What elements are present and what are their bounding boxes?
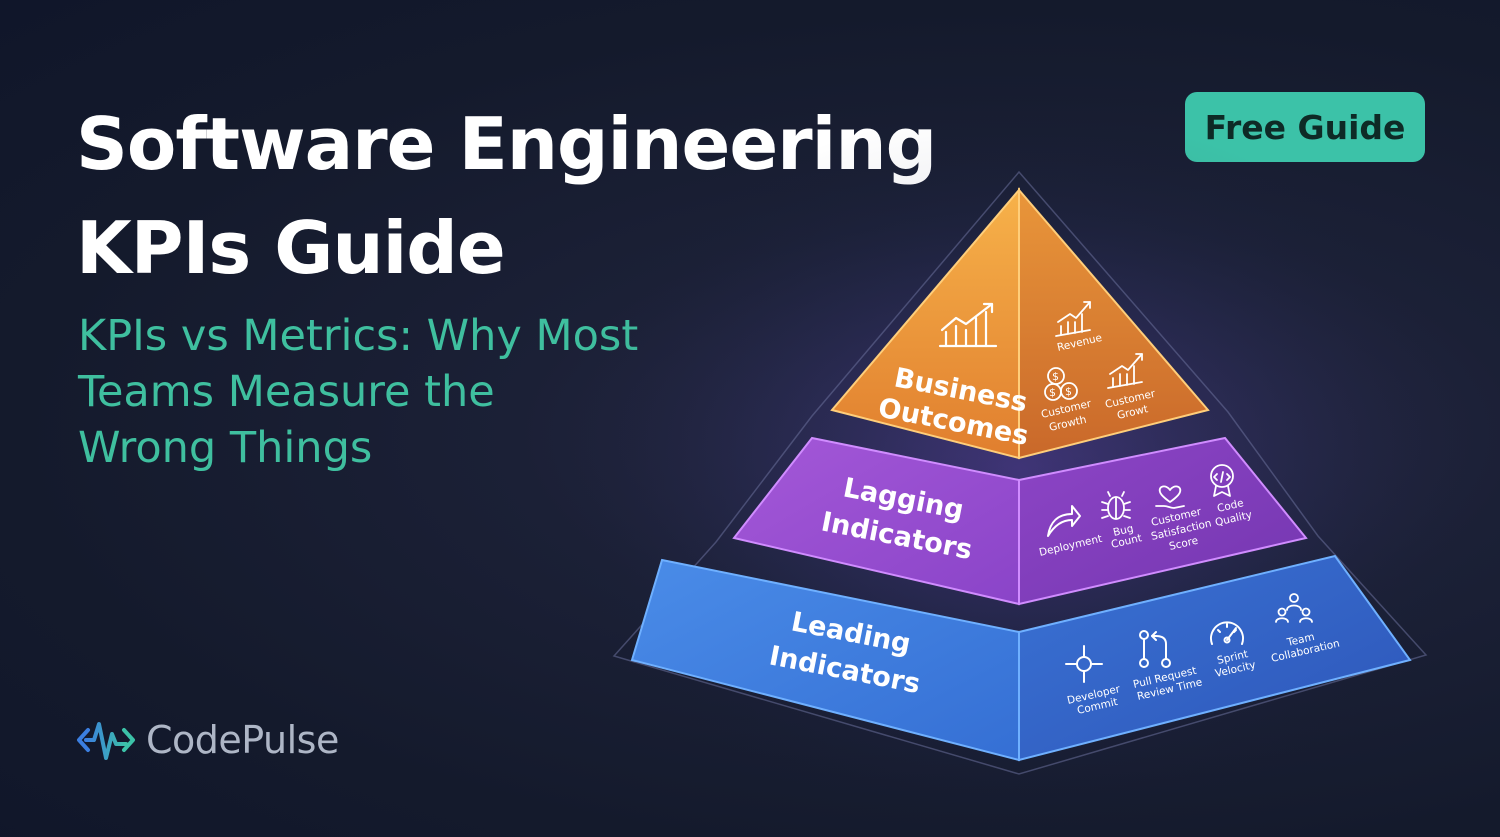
pull-request-icon [1139, 630, 1171, 668]
bug-icon [1101, 491, 1131, 520]
team-icon [1275, 593, 1313, 623]
subtitle-line-2: Teams Measure the [78, 367, 495, 417]
code-badge-icon [1210, 464, 1234, 497]
speedometer-icon [1210, 621, 1244, 645]
brand-name: CodePulse [146, 718, 339, 762]
svg-text:$: $ [1052, 370, 1059, 383]
dollar-coins-icon: $ $ $ [1044, 367, 1078, 401]
subtitle-line-3: Wrong Things [78, 423, 373, 473]
svg-text:$: $ [1049, 386, 1056, 399]
bug-count-label-1: Bug [1112, 523, 1135, 539]
chart-growth-icon [938, 302, 998, 348]
heart-hand-icon [1155, 485, 1185, 509]
subtitle-line-1: KPIs vs Metrics: Why Most [78, 311, 639, 361]
tier-bottom-right-face [1018, 554, 1412, 762]
tier-business-outcomes [830, 187, 1210, 460]
commit-icon [1065, 645, 1103, 683]
tier-middle-right-face [1018, 436, 1308, 606]
deploy-arrow-icon [1047, 505, 1081, 537]
pulse-icon [77, 722, 135, 760]
svg-text:$: $ [1065, 385, 1072, 398]
title-line-2: KPIs Guide [76, 206, 506, 290]
code-quality-label-1: Code [1216, 497, 1245, 515]
brand-logo: CodePulse [76, 712, 339, 768]
subtitle: KPIs vs Metrics: Why Most Teams Measure … [78, 308, 718, 476]
chart-growth-icon [1055, 301, 1091, 337]
tier-top-right-face [1018, 187, 1210, 460]
pyramid-outline [612, 170, 1428, 775]
tier-lagging-indicators [732, 436, 1308, 606]
chart-growth-icon [1107, 353, 1143, 389]
tier-leading-indicators [630, 554, 1412, 762]
page-title: Software Engineering KPIs Guide [76, 92, 937, 300]
